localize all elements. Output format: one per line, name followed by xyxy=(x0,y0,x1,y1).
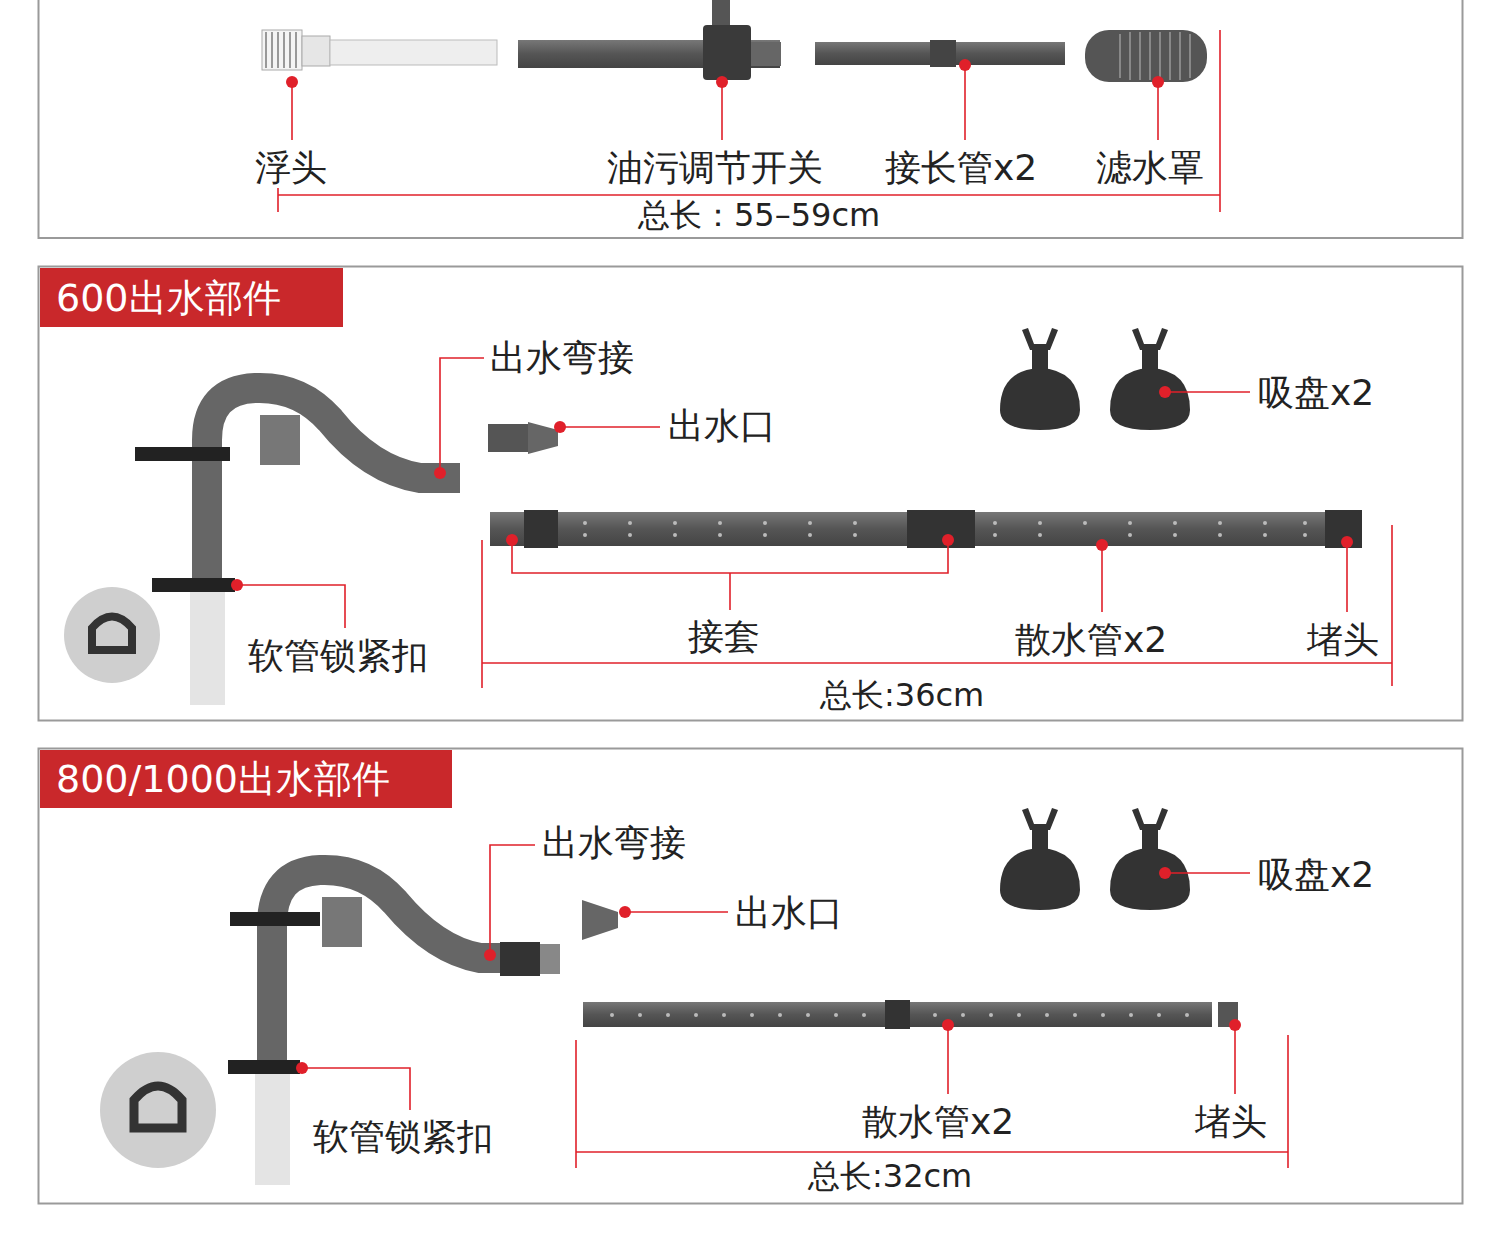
part-label: 出水口 xyxy=(735,893,843,933)
part-label: 堵头 xyxy=(1195,1102,1267,1142)
header-tab: 600出水部件 xyxy=(40,268,343,327)
part-label: 出水口 xyxy=(668,406,776,446)
leader-lines xyxy=(278,30,1220,212)
part-label: 散水管x2 xyxy=(862,1102,1014,1142)
part-label: 吸盘x2 xyxy=(1258,855,1374,895)
part-label: 散水管x2 xyxy=(1015,620,1167,660)
outlet-bend xyxy=(64,388,460,705)
part-label: 堵头 xyxy=(1307,620,1379,660)
dimension-label: 总长:36cm xyxy=(820,677,984,713)
extension-tube xyxy=(815,40,1065,67)
part-label: 接套 xyxy=(688,617,760,657)
part-label: 滤水罩 xyxy=(1096,148,1204,188)
part-label: 吸盘x2 xyxy=(1258,373,1374,413)
outlet-bend xyxy=(100,870,560,1185)
spray-bar xyxy=(583,1000,1238,1029)
part-label: 出水弯接 xyxy=(542,823,686,863)
leader-lines xyxy=(237,358,1392,688)
outlet-nozzle xyxy=(582,900,618,940)
callout-dots xyxy=(231,386,1353,591)
section-title: 600出水部件 xyxy=(56,276,281,320)
leader-lines xyxy=(302,845,1288,1168)
part-label: 浮头 xyxy=(255,148,327,188)
dimension-label: 总长：55–59cm xyxy=(638,197,880,233)
suction-cups xyxy=(1000,808,1190,910)
callout-dots xyxy=(296,867,1241,1074)
part-label: 油污调节开关 xyxy=(607,148,823,188)
part-label: 接长管x2 xyxy=(885,148,1037,188)
part-label: 出水弯接 xyxy=(490,338,634,378)
suction-cups xyxy=(1000,328,1190,430)
part-label: 软管锁紧扣 xyxy=(313,1117,493,1157)
callout-dots xyxy=(286,59,1164,88)
part-label: 软管锁紧扣 xyxy=(248,636,428,676)
dimension-label: 总长:32cm xyxy=(808,1158,972,1194)
spray-bar xyxy=(490,510,1362,548)
strainer-cage xyxy=(1085,30,1207,82)
oil-switch xyxy=(518,0,781,80)
outlet-nozzle xyxy=(488,422,558,454)
header-tab: 800/1000出水部件 xyxy=(40,750,452,808)
section-title: 800/1000出水部件 xyxy=(56,757,390,801)
float-head xyxy=(262,30,497,70)
